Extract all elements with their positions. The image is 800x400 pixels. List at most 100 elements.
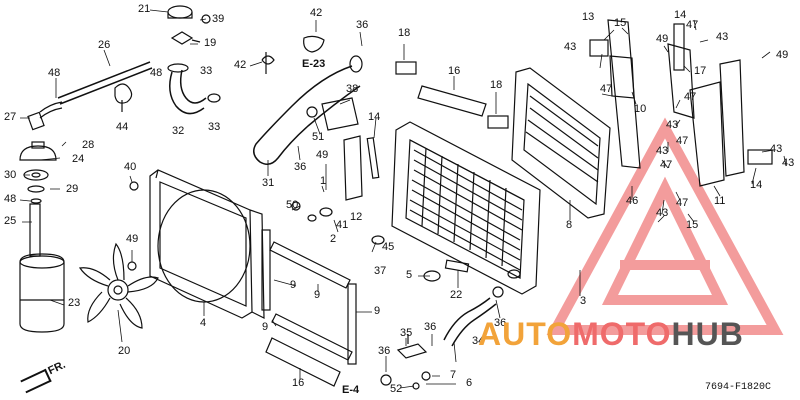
- condenser: [511, 67, 611, 219]
- callout-20: 20: [118, 345, 131, 357]
- callout-47: 47: [676, 135, 689, 147]
- callout-16: 16: [448, 65, 461, 77]
- callout-34: 34: [472, 335, 485, 347]
- callout-36: 36: [424, 321, 437, 333]
- seal-strip-9c: [269, 241, 351, 289]
- callout-30: 30: [4, 169, 17, 181]
- callout-40: 40: [124, 161, 137, 173]
- watermark-brand: AUTOMOTOHUB: [478, 316, 744, 353]
- callout-31: 31: [262, 177, 275, 189]
- callout-14: 14: [674, 9, 687, 21]
- callout-14: 14: [750, 179, 763, 191]
- callout-48: 48: [150, 67, 163, 79]
- diagram-code: 7694-F1820C: [705, 382, 772, 393]
- callout-19: 19: [204, 37, 217, 49]
- bracket-12: [343, 135, 363, 201]
- overflow-tube: [57, 61, 153, 105]
- callout-18: 18: [398, 27, 411, 39]
- callout-52: 52: [390, 383, 403, 395]
- watermark-moto: MOTO: [572, 316, 672, 352]
- bracket-17: [667, 43, 695, 119]
- callout-33: 33: [200, 65, 213, 77]
- callout-46: 46: [626, 195, 639, 207]
- radiator-core: [391, 121, 541, 295]
- callout-47: 47: [676, 197, 689, 209]
- callout-36: 36: [294, 161, 307, 173]
- callout-36: 36: [378, 345, 391, 357]
- callout-35: 35: [400, 327, 413, 339]
- callout-17: 17: [694, 65, 707, 77]
- rubber-strip-14a: [366, 137, 380, 179]
- callout-14: 14: [368, 111, 381, 123]
- callout-45: 45: [382, 241, 395, 253]
- callout-42: 42: [234, 59, 247, 71]
- callout-47: 47: [686, 19, 699, 31]
- fan-shroud: [149, 169, 265, 319]
- pad-22: [444, 259, 470, 273]
- callout-41: 41: [336, 219, 349, 231]
- callout-12: 12: [350, 211, 363, 223]
- callout-11: 11: [714, 195, 726, 207]
- callout-44: 44: [116, 121, 129, 133]
- fitting-35: [396, 334, 428, 359]
- callout-27: 27: [4, 111, 17, 123]
- callout-39: 39: [212, 13, 225, 25]
- callout-42: 42: [310, 7, 323, 19]
- callout-6: 6: [466, 377, 473, 389]
- pad-14c: [747, 149, 773, 165]
- callout-24: 24: [72, 153, 85, 165]
- callout-9: 9: [374, 305, 381, 317]
- pad-18a: [395, 61, 417, 75]
- callout-5: 5: [406, 269, 413, 281]
- pad-13: [589, 39, 609, 57]
- callout-29: 29: [66, 183, 79, 195]
- reservoir-tank: [19, 253, 65, 333]
- callout-49: 49: [656, 33, 669, 45]
- callout-36: 36: [356, 19, 369, 31]
- callout-36: 36: [494, 317, 507, 329]
- callout-9: 9: [290, 279, 297, 291]
- callout-15: 15: [614, 17, 627, 29]
- callout-4: 4: [200, 317, 207, 329]
- bracket-14: [673, 23, 685, 71]
- callout-43: 43: [564, 41, 577, 53]
- callout-15: 15: [686, 219, 699, 231]
- callout-48: 48: [48, 67, 61, 79]
- callout-43: 43: [716, 31, 729, 43]
- callout-32: 32: [172, 125, 185, 137]
- seal-strip-9a: [261, 229, 271, 311]
- callout-43: 43: [656, 145, 669, 157]
- callout-49: 49: [316, 149, 329, 161]
- callout-43: 43: [782, 157, 795, 169]
- seal-strip-16b: [265, 337, 341, 387]
- callout-2: 2: [330, 233, 337, 245]
- callout-49: 49: [776, 49, 789, 61]
- callout-21: 21: [138, 3, 151, 15]
- callout-37: 37: [374, 265, 387, 277]
- cooling-fan: [78, 242, 159, 329]
- seal-strip-16a: [417, 85, 487, 117]
- callout-25: 25: [4, 215, 17, 227]
- pad-18b: [487, 115, 509, 129]
- callout-8: 8: [566, 219, 573, 231]
- seal-strip-9d: [271, 313, 353, 361]
- callout-48: 48: [4, 193, 17, 205]
- callout-47: 47: [660, 159, 673, 171]
- callout-49: 49: [126, 233, 139, 245]
- lower-hose: [443, 297, 497, 347]
- callout-22: 22: [450, 289, 463, 301]
- ref-e23: E-23: [302, 58, 326, 70]
- callout-9: 9: [262, 321, 269, 333]
- watermark-auto: AUTO: [478, 316, 573, 352]
- callout-10: 10: [634, 103, 647, 115]
- upper-hose: [253, 65, 361, 165]
- callout-13: 13: [582, 11, 595, 23]
- bracket-11: [689, 81, 725, 187]
- callout-18: 18: [490, 79, 503, 91]
- callout-47: 47: [684, 91, 697, 103]
- clip-44: [114, 83, 133, 104]
- seal-strip-9b: [347, 283, 357, 365]
- callout-28: 28: [82, 139, 95, 151]
